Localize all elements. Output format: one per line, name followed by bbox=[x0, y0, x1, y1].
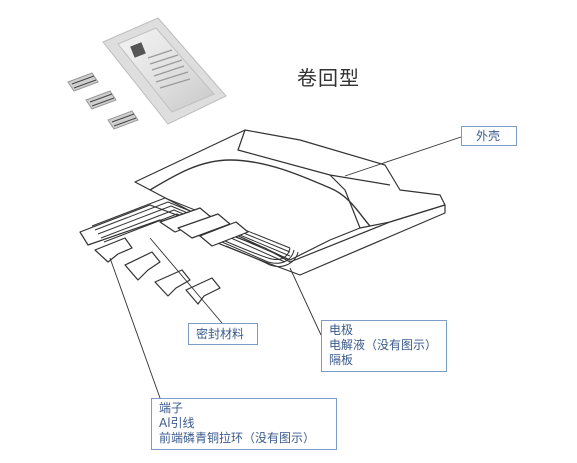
callout-core: 电极 电解液（没有图示） 隔板 bbox=[321, 320, 447, 372]
callout-core-line-3: 隔板 bbox=[329, 353, 354, 367]
callout-shell-text: 外壳 bbox=[476, 129, 501, 143]
callout-terminal-line-3: 前端磷青铜拉环（没有图示） bbox=[159, 431, 316, 445]
callout-terminal: 端子 Al引线 前端磷青铜拉环（没有图示） bbox=[151, 398, 337, 450]
battery-photo bbox=[67, 17, 227, 130]
callout-terminal-line-2: Al引线 bbox=[159, 416, 195, 430]
callout-seal-text: 密封材料 bbox=[196, 327, 245, 341]
callout-terminal-line-1: 端子 bbox=[159, 401, 184, 415]
callout-seal: 密封材料 bbox=[188, 323, 258, 345]
callout-core-line-1: 电极 bbox=[329, 323, 354, 337]
cell-cutaway-drawing bbox=[79, 129, 446, 305]
leader-lines bbox=[109, 136, 462, 399]
callout-core-line-2: 电解液（没有图示） bbox=[329, 338, 438, 352]
callout-shell: 外壳 bbox=[461, 126, 517, 146]
diagram-title: 卷回型 bbox=[297, 66, 360, 90]
